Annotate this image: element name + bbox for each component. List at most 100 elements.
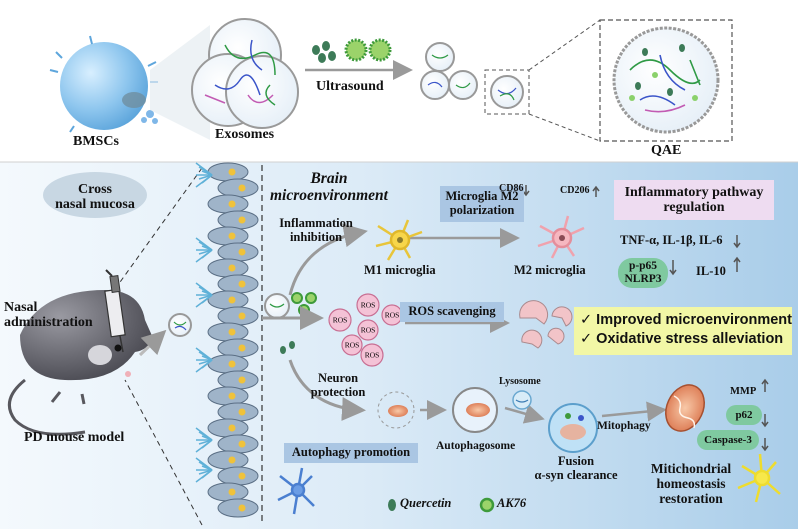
improved-microenvironment-text: ✓ Improved microenvironment (580, 312, 792, 328)
qae-enlarged (612, 26, 720, 134)
ros-molecule-label: ROS (361, 301, 376, 310)
epithelial-nucleus (238, 216, 246, 224)
epithelial-nucleus (238, 312, 246, 320)
epithelial-cell (207, 482, 249, 502)
epithelial-cell (207, 322, 249, 342)
epithelial-nucleus (228, 200, 236, 208)
autophagosome (452, 387, 498, 433)
quercetin-legend-icon (388, 499, 396, 511)
qae-vesicles (420, 42, 524, 109)
epithelial-cell (217, 402, 259, 422)
ros-molecule (356, 293, 380, 317)
fusion-label: Fusion α-syn clearance (534, 454, 618, 482)
bmscs-label: BMSCs (73, 134, 119, 149)
lysosome (512, 390, 532, 410)
ros-molecule-label: ROS (361, 326, 376, 335)
mitochondrial-restoration-label: Mitichondrial homeostasis restoration (650, 461, 732, 506)
cilia-strand (198, 294, 213, 300)
epithelial-cell (217, 210, 259, 230)
epithelial-cell (217, 434, 259, 454)
ros-molecule (328, 308, 352, 332)
epithelial-cell (217, 498, 259, 518)
bmsc-cell (49, 35, 158, 133)
exosomes-cluster (191, 18, 299, 129)
epithelial-cell (217, 338, 259, 358)
m2-microglia (537, 215, 585, 259)
ak76-legend-icon (479, 497, 495, 513)
epithelial-nucleus (228, 456, 236, 464)
zoom-target-box (599, 19, 733, 142)
epithelial-cell (207, 354, 249, 374)
epithelial-cell (207, 258, 249, 278)
epithelial-nucleus (228, 232, 236, 240)
epithelial-cell (217, 370, 259, 390)
autophagy-promotion-box: Autophagy promotion (284, 443, 418, 463)
pathway-arrows (262, 223, 667, 424)
epithelial-nucleus (238, 344, 246, 352)
ak76-legend-label: AK76 (497, 496, 527, 510)
quercetin-drops-top (312, 41, 336, 63)
lysosome-label: Lysosome (499, 376, 541, 387)
cilia-strand (198, 469, 213, 475)
epithelial-nucleus (228, 264, 236, 272)
m1-microglia (375, 219, 423, 261)
cd86-label: CD86 (499, 183, 524, 194)
cilia-strand (198, 174, 213, 180)
epithelial-cell (217, 178, 259, 198)
cross-nasal-mucosa-badge (43, 172, 147, 218)
qae-in-brain (264, 292, 317, 354)
autophagosome-label: Autophagosome (436, 440, 516, 452)
legend-glyphs (388, 497, 495, 513)
ros-molecule (357, 319, 379, 341)
cd206-label: CD206 (560, 185, 590, 196)
exosomes-label: Exosomes (215, 127, 275, 142)
nasal-mucosa-column (195, 162, 259, 518)
oxidative-stress-text: ✓ Oxidative stress alleviation (580, 330, 784, 347)
ros-molecule-label: ROS (345, 341, 360, 350)
ak76-spheres-top (344, 38, 392, 62)
microglia-m2-polarization-box: Microglia M2 polarization (440, 186, 524, 222)
cilia-strand (195, 439, 213, 453)
epithelial-cell (207, 418, 249, 438)
epithelial-cell (207, 290, 249, 310)
il10-label: IL-10 (696, 264, 726, 278)
ros-fragments (519, 300, 573, 349)
epithelial-nucleus (228, 392, 236, 400)
inflammatory-pathway-box: Inflammatory pathway regulation (614, 180, 774, 220)
benefits-box: ✓ Improved microenvironment ✓ Oxidative … (574, 307, 792, 355)
cilia-strand (195, 294, 213, 308)
pd-mouse-model-label: PD mouse model (24, 430, 125, 445)
m2-microglia-label: M2 microglia (514, 263, 586, 277)
quercetin-legend-label: Quercetin (400, 496, 452, 510)
m1-microglia-label: M1 microglia (364, 263, 436, 277)
epithelial-cell (217, 274, 259, 294)
cytokines-label: TNF-α, IL-1β, IL-6 (620, 233, 723, 247)
ros-scavenging-box: ROS scavenging (400, 302, 504, 322)
cilia-strand (195, 174, 213, 188)
caspase3-pill: Caspase-3 (697, 430, 759, 450)
epithelial-cell (207, 194, 249, 214)
ros-molecule (341, 334, 363, 356)
epithelial-cell (207, 450, 249, 470)
epithelial-cell (207, 162, 249, 182)
ultrasound-label: Ultrasound (316, 79, 384, 94)
neuron-yellow (737, 453, 781, 503)
ros-molecule-label: ROS (385, 311, 400, 320)
epithelial-cell (217, 242, 259, 262)
epithelial-nucleus (228, 168, 236, 176)
epithelial-nucleus (238, 440, 246, 448)
p62-pill: p62 (726, 405, 762, 425)
neuron-protection-label: Neuron protection (310, 371, 366, 399)
syringe (104, 269, 126, 353)
cilia-strand (195, 469, 213, 483)
mmp-label: MMP (730, 386, 757, 397)
healthy-mitochondria (665, 384, 705, 432)
qae-label: QAE (651, 143, 682, 158)
ros-molecule-label: ROS (333, 316, 348, 325)
epithelial-nucleus (238, 376, 246, 384)
fusion-body (548, 403, 598, 453)
cross-nasal-mucosa-label: Cross nasal mucosa (55, 182, 135, 213)
brain-microenvironment-label: Brain microenvironment (270, 170, 388, 205)
